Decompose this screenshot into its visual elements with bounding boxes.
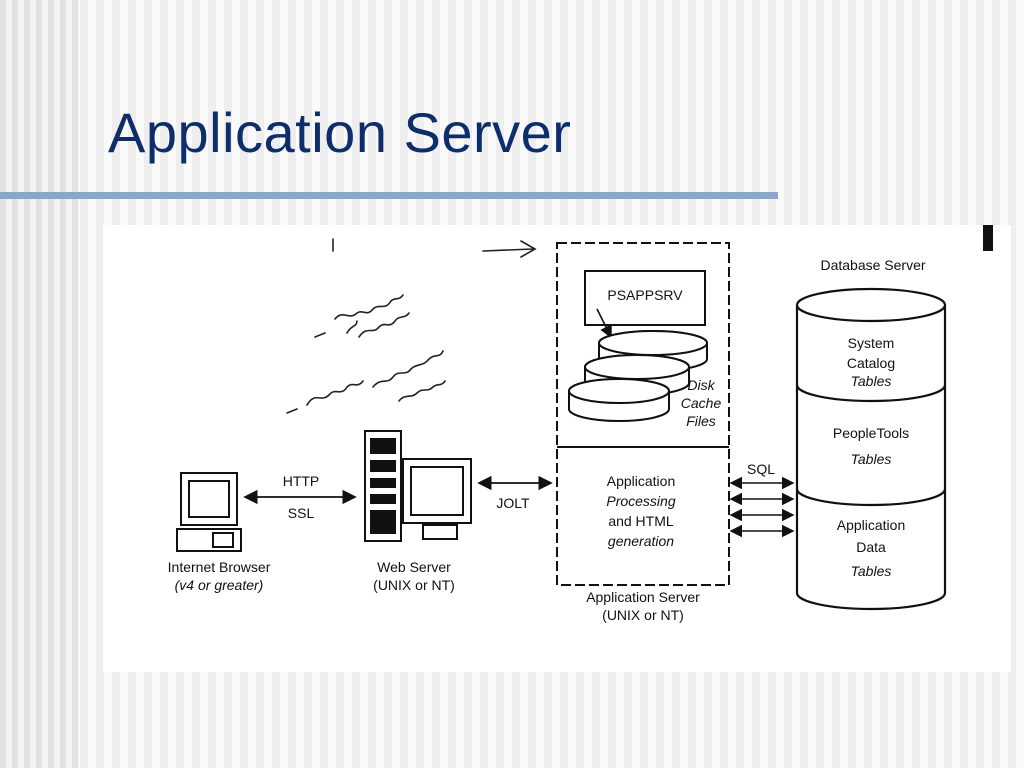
application-data-label-2: Data bbox=[856, 539, 886, 555]
app-server-sublabel: (UNIX or NT) bbox=[602, 607, 684, 623]
web-server-icon bbox=[364, 430, 472, 542]
sql-arrows bbox=[729, 476, 795, 538]
database-cylinder-icon bbox=[795, 287, 947, 611]
cache-label-2: Cache bbox=[680, 395, 722, 411]
processing-label-3: and HTML bbox=[608, 513, 674, 529]
browser-sublabel: (v4 or greater) bbox=[174, 577, 264, 593]
browser-label: Internet Browser bbox=[167, 559, 271, 575]
application-data-label-3: Tables bbox=[850, 563, 892, 579]
peopletools-label-2: Tables bbox=[850, 451, 892, 467]
cache-label-1: Disk bbox=[687, 377, 715, 393]
processing-label-2: Processing bbox=[606, 493, 676, 509]
http-label: HTTP bbox=[282, 473, 320, 489]
psappsrv-link bbox=[596, 308, 612, 339]
system-catalog-label-1: System bbox=[847, 335, 895, 351]
application-data-label-1: Application bbox=[836, 517, 906, 533]
web-server-sublabel: (UNIX or NT) bbox=[373, 577, 455, 593]
background-stripe-band bbox=[0, 0, 78, 768]
processing-label-4: generation bbox=[607, 533, 675, 549]
ssl-label: SSL bbox=[287, 505, 315, 521]
psappsrv-box bbox=[584, 270, 706, 326]
disk-cache-icon bbox=[568, 330, 708, 422]
sql-label: SQL bbox=[746, 461, 775, 477]
database-server-label: Database Server bbox=[820, 257, 926, 273]
handwritten-notes bbox=[286, 238, 537, 414]
processing-label-1: Application bbox=[606, 473, 676, 489]
slide-title: Application Server bbox=[108, 101, 572, 164]
title-underline bbox=[0, 192, 778, 199]
app-server-box bbox=[556, 242, 730, 586]
peopletools-label-1: PeopleTools bbox=[832, 425, 910, 441]
jolt-label: JOLT bbox=[496, 495, 530, 511]
computer-icon bbox=[176, 472, 242, 552]
system-catalog-label-2: Catalog bbox=[846, 355, 896, 371]
web-server-label: Web Server bbox=[377, 559, 451, 575]
architecture-diagram: Internet Browser (v4 or greater) HTTP SS… bbox=[103, 225, 1011, 672]
system-catalog-label-3: Tables bbox=[850, 373, 892, 389]
scan-mark bbox=[983, 225, 993, 251]
psappsrv-label: PSAPPSRV bbox=[607, 287, 683, 303]
app-server-label: Application Server bbox=[586, 589, 700, 605]
cache-label-3: Files bbox=[686, 413, 716, 429]
